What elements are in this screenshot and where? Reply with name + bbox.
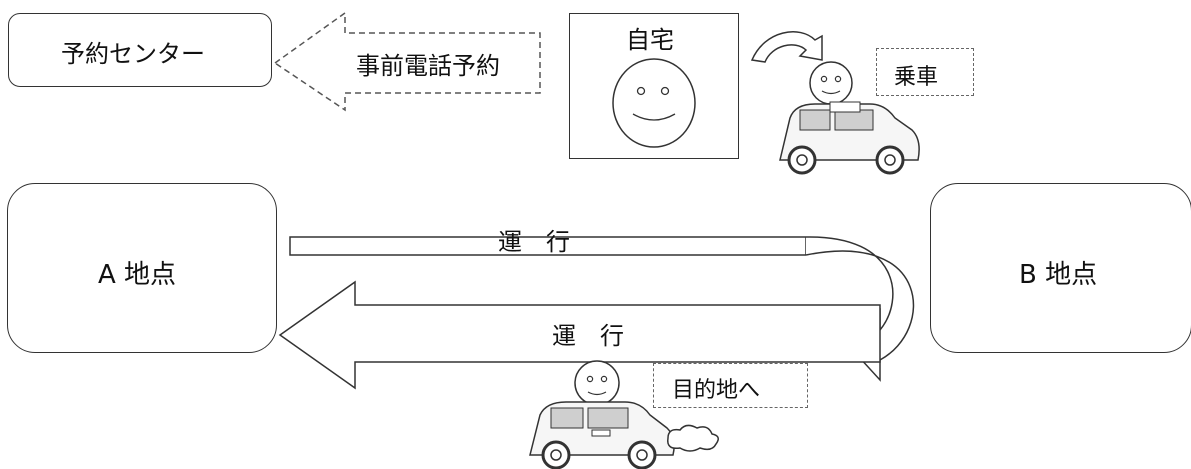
u-turn-arrow: [805, 236, 915, 382]
car-icon-boarding: [779, 61, 920, 175]
boarding-label: 乗車: [894, 65, 939, 90]
return-arrow: [278, 280, 881, 390]
reservation-center-box: 予約センター: [8, 13, 272, 87]
boarding-curved-arrow: [750, 31, 823, 63]
phone-reservation-arrow: [273, 11, 541, 112]
destination-label: 目的地へ: [672, 378, 761, 403]
outbound-operation-label: 運 行: [498, 228, 570, 256]
smiley-face-icon: [612, 58, 696, 148]
home-label: 自宅: [626, 26, 674, 54]
reservation-center-label: 予約センター: [61, 40, 205, 68]
point-a-label: A 地点: [98, 260, 177, 290]
point-b-box: B 地点: [930, 183, 1191, 353]
return-operation-label: 運 行: [552, 322, 624, 350]
home-box: 自宅: [569, 13, 739, 159]
point-a-box: A 地点: [7, 183, 277, 353]
point-b-label: B 地点: [1019, 260, 1098, 290]
car-icon-destination: [529, 360, 675, 469]
phone-reservation-label: 事前電話予約: [356, 46, 500, 81]
boarding-label-box: 乗車: [876, 48, 974, 96]
exhaust-cloud-icon: [667, 424, 719, 452]
destination-label-box: 目的地へ: [653, 363, 808, 408]
outbound-bar: [289, 236, 806, 256]
